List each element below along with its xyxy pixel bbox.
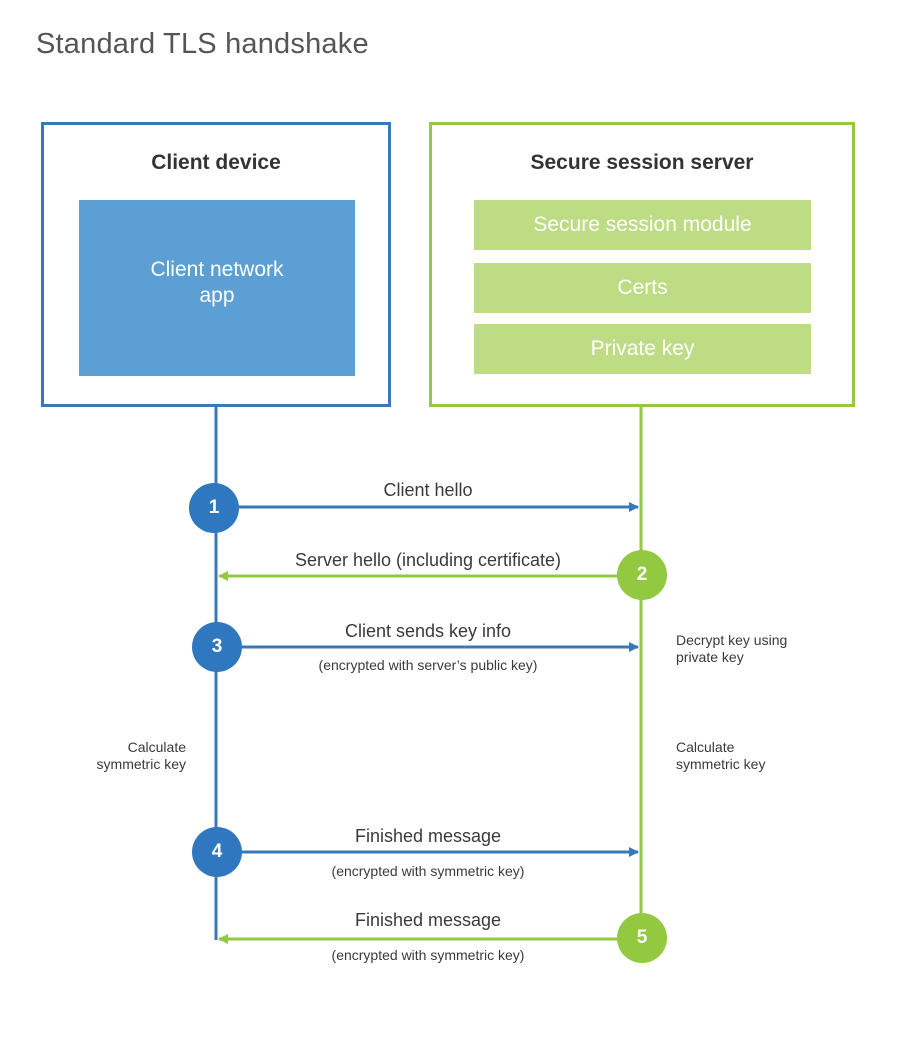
client-network-app-label: Client network app — [150, 258, 284, 307]
step-2-badge: 2 — [617, 550, 667, 600]
client-device-box: Client device Client network app — [41, 122, 391, 407]
secure-session-server-box: Secure session server Secure session mod… — [429, 122, 855, 407]
step-1-label: Client hello — [383, 480, 473, 500]
step-4-sublabel: (encrypted with symmetric key) — [331, 863, 525, 879]
step-3-badge: 3 — [192, 622, 242, 672]
step-4-badge: 4 — [192, 827, 242, 877]
step-5-badge: 5 — [617, 913, 667, 963]
client-calculate-note: Calculate symmetric key — [96, 739, 186, 772]
secure-session-server-title: Secure session server — [530, 151, 754, 174]
step-5-sublabel: (encrypted with symmetric key) — [331, 947, 525, 963]
step-3-sublabel: (encrypted with server’s public key) — [318, 657, 538, 673]
step-1-badge: 1 — [189, 483, 239, 533]
step-3-label: Client sends key info — [344, 621, 512, 641]
step-4-label: Finished message — [354, 826, 502, 846]
page-title: Standard TLS handshake — [36, 28, 369, 60]
client-device-title: Client device — [151, 151, 281, 174]
server-calculate-note: Calculate symmetric key — [676, 739, 766, 772]
step-5-label: Finished message — [354, 910, 502, 930]
certs-component: Certs — [474, 263, 811, 313]
server-decrypt-note: Decrypt key using private key — [676, 632, 788, 665]
private-key-component: Private key — [474, 324, 811, 374]
secure-session-module: Secure session module — [474, 200, 811, 250]
client-network-app: Client network app — [79, 200, 355, 376]
step-2-label: Server hello (including certificate) — [294, 550, 562, 570]
